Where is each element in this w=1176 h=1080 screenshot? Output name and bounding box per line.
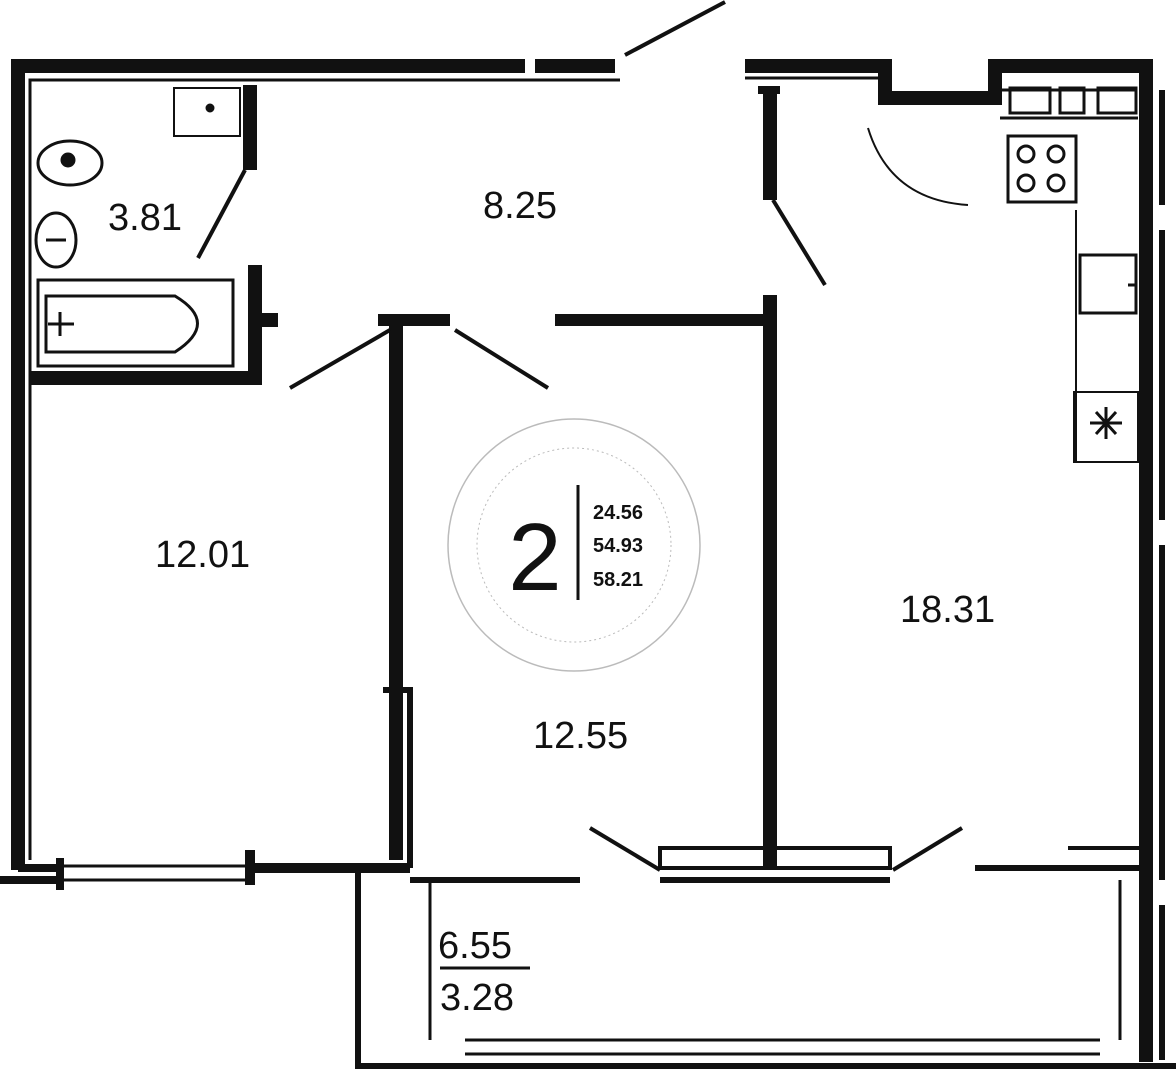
room-area-bathroom: 3.81 [108,197,182,239]
walls [0,59,1176,1069]
fixtures [34,86,1139,463]
badge-total-area: 54.93 [593,535,643,557]
badge-living-area: 24.56 [593,502,643,524]
badge-room-count: 2 [508,504,561,611]
room-area-hallway: 8.25 [483,185,557,227]
doors [196,0,969,872]
room-labels: 3.81 8.25 12.01 12.55 18.31 [108,185,995,757]
room-area-bedroom-center: 12.55 [533,715,628,757]
badge-total-with-balcony: 58.21 [593,569,643,591]
balcony-area-total: 6.55 [438,925,512,967]
balcony-label: 6.55 3.28 [438,925,530,1019]
badge: 2 24.56 54.93 58.21 [447,418,701,672]
balcony-area-reduced: 3.28 [440,977,514,1019]
room-area-kitchen-living: 18.31 [900,589,995,631]
room-area-bedroom-left: 12.01 [155,534,250,576]
